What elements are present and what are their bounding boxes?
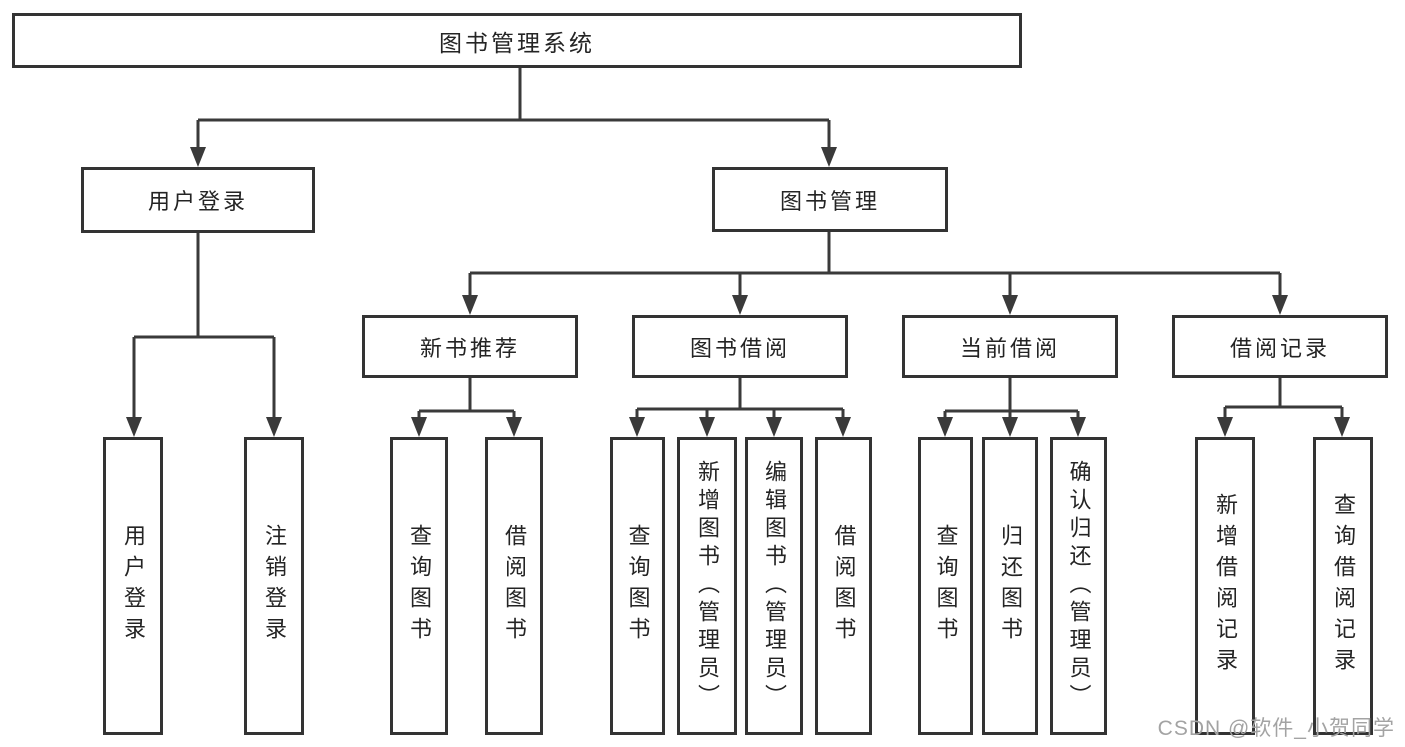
leaf-query-books-current: 查询图书 [918, 437, 973, 735]
arrowhead [821, 147, 837, 167]
arrowhead [732, 295, 748, 315]
arrowhead [462, 295, 478, 315]
node-label: 查询图书 [933, 524, 959, 648]
node-label: 新增图书（管理员） [695, 460, 720, 712]
node-borrow-records: 借阅记录 [1172, 315, 1388, 378]
leaf-query-books-borrow: 查询图书 [610, 437, 665, 735]
node-label: 查询借阅记录 [1331, 493, 1356, 679]
arrowhead [1002, 417, 1018, 437]
node-label: 用户登录 [121, 524, 146, 648]
node-user-login: 用户登录 [81, 167, 315, 233]
arrowhead [190, 147, 206, 167]
arrowhead [835, 417, 851, 437]
leaf-query-books-recommend: 查询图书 [390, 437, 448, 735]
node-label: 注销登录 [262, 524, 287, 648]
arrowhead [506, 417, 522, 437]
leaf-logout: 注销登录 [244, 437, 304, 735]
arrowhead [1002, 295, 1018, 315]
connector-lines [1223, 378, 1344, 420]
arrowhead [629, 417, 645, 437]
connector-current-borrow-children [943, 378, 1080, 420]
watermark: CSDN @软件_小贺同学 [1157, 717, 1395, 740]
connector-book-mgmt-to-level3 [468, 232, 1282, 297]
connector-new-book-rec-children [417, 378, 516, 420]
node-label: 查询图书 [407, 524, 432, 648]
leaf-borrow-books-recommend: 借阅图书 [485, 437, 543, 735]
arrowhead [1334, 417, 1350, 437]
node-label: 查询图书 [625, 524, 651, 648]
arrowhead [1217, 417, 1233, 437]
leaf-borrow-books: 借阅图书 [815, 437, 872, 735]
arrowhead [1070, 417, 1086, 437]
connector-lines [132, 233, 276, 420]
node-label: 借阅图书 [831, 524, 857, 648]
node-label: 归还图书 [998, 524, 1023, 648]
node-book-borrow: 图书借阅 [632, 315, 848, 378]
connector-lines [635, 378, 845, 420]
connector-lines [196, 68, 831, 149]
leaf-confirm-return-admin: 确认归还（管理员） [1050, 437, 1107, 735]
arrowhead [937, 417, 953, 437]
node-label: 借阅图书 [502, 524, 527, 648]
leaf-return-books: 归还图书 [982, 437, 1038, 735]
connector-book-borrow-children [635, 378, 845, 420]
arrowhead [1272, 295, 1288, 315]
connector-lines [943, 378, 1080, 420]
node-new-book-recommend: 新书推荐 [362, 315, 578, 378]
leaf-user-login: 用户登录 [103, 437, 163, 735]
connector-user-login-children [132, 233, 276, 420]
node-label: 确认归还（管理员） [1066, 460, 1092, 712]
arrowhead [266, 417, 282, 437]
leaf-add-books-admin: 新增图书（管理员） [677, 437, 737, 735]
connector-root-to-level2 [196, 68, 831, 149]
connector-lines [417, 378, 516, 420]
arrowhead [766, 417, 782, 437]
arrowhead [411, 417, 427, 437]
leaf-add-borrow-record: 新增借阅记录 [1195, 437, 1255, 735]
arrowhead [126, 417, 142, 437]
node-label: 编辑图书（管理员） [762, 460, 787, 712]
arrowhead [699, 417, 715, 437]
connector-borrow-records-children [1223, 378, 1344, 420]
node-library-system: 图书管理系统 [12, 13, 1022, 68]
connector-lines [468, 232, 1282, 297]
leaf-edit-books-admin: 编辑图书（管理员） [745, 437, 803, 735]
leaf-query-borrow-record: 查询借阅记录 [1313, 437, 1373, 735]
node-current-borrow: 当前借阅 [902, 315, 1118, 378]
node-book-management: 图书管理 [712, 167, 948, 232]
node-label: 新增借阅记录 [1213, 493, 1238, 679]
